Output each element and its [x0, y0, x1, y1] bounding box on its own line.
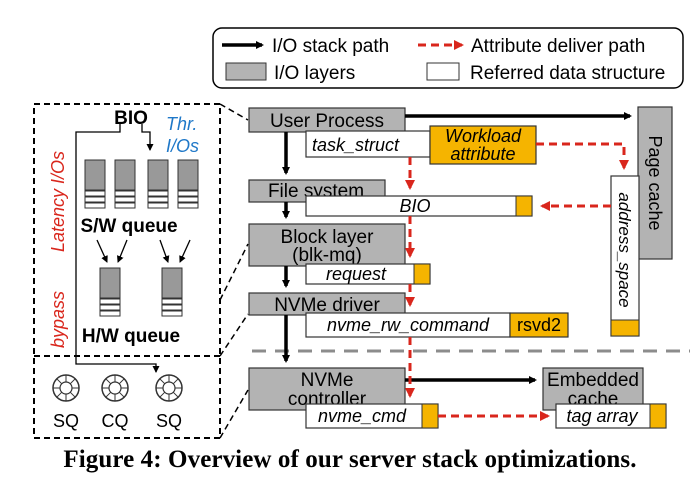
sw-to-hw-arrow-3 — [159, 239, 170, 263]
latency-bypass-line — [75, 131, 160, 373]
cq-ring — [101, 374, 129, 402]
legend: I/O stack path Attribute deliver path I/… — [212, 27, 684, 89]
attr-path-to-pagecache — [536, 142, 629, 170]
user-process-label: User Process — [270, 111, 384, 132]
legend-io-path-label: I/O stack path — [272, 36, 389, 57]
figure-caption: Figure 4: Overview of our server stack o… — [63, 446, 637, 473]
bio-to-swq-right — [141, 124, 154, 151]
bio-struct-label: BIO — [399, 196, 430, 216]
bio-to-swq-left — [96, 124, 121, 133]
request-struct-label: request — [326, 264, 387, 284]
rsvd2-box — [509, 312, 569, 338]
sq-label-2: SQ — [156, 411, 182, 431]
tag-array-attr — [649, 403, 667, 429]
request-struct-attr — [413, 263, 431, 285]
sq-label-1: SQ — [53, 411, 79, 431]
sw-to-hw-arrow-2 — [117, 239, 128, 263]
sq-ring-1 — [52, 374, 80, 402]
inset-bypass-label: bypass — [48, 291, 68, 348]
io-stack: Page cache address_space User Process ta… — [248, 106, 673, 429]
sw-queue-2 — [114, 159, 136, 209]
nvme-rw-command-label: nvme_rw_command — [327, 315, 490, 335]
attribute-path — [405, 142, 629, 421]
sw-to-hw-arrow-1 — [96, 239, 108, 263]
sq-ring-2 — [155, 374, 183, 402]
block-layer-box — [248, 223, 406, 267]
nvme-driver-label: NVMe driver — [274, 295, 380, 316]
inset-thr-label-2: I/Os — [166, 136, 199, 156]
bio-struct-attr — [515, 195, 533, 217]
legend-data-label: Referred data structure — [470, 63, 665, 84]
inset-frame — [33, 103, 221, 439]
hw-queue-1 — [99, 267, 121, 317]
tag-array-label: tag array — [566, 406, 638, 426]
inset-thr-label-1: Thr. — [166, 114, 197, 134]
inset-bio-label: BIO — [114, 108, 148, 129]
sw-queue-1 — [84, 159, 106, 209]
address-space-attr — [610, 319, 640, 337]
tag-array-box — [555, 403, 667, 429]
io-stack-path — [282, 112, 632, 384]
address-space-box — [610, 175, 640, 337]
legend-attribute-label: Attribute deliver path — [471, 36, 645, 57]
task-struct-label: task_struct — [312, 135, 400, 155]
queue-inset: BIO Thr. I/Os Latency I/Os bypass S/W qu… — [33, 103, 221, 439]
legend-frame — [212, 27, 684, 89]
page-cache-label: Page cache — [645, 135, 665, 230]
legend-data-swatch — [426, 62, 460, 81]
nvme-rw-command-box — [305, 312, 511, 338]
address-space-label: address_space — [615, 192, 634, 307]
nvme-controller-label-1: NVMe — [301, 370, 354, 391]
embedded-cache-label-1: Embedded — [547, 370, 639, 391]
block-layer-label-1: Block layer — [281, 227, 375, 248]
cq-label: CQ — [102, 411, 129, 431]
inset-latency-label: Latency I/Os — [48, 151, 68, 252]
nvme-cmd-attr — [421, 403, 439, 429]
sw-to-hw-arrow-4 — [179, 239, 191, 263]
legend-io-layer-swatch — [225, 62, 267, 81]
legend-io-layer-label: I/O layers — [274, 63, 355, 84]
stack-diagram: I/O stack path Attribute deliver path I/… — [33, 27, 690, 439]
zoom-connectors — [219, 103, 249, 439]
workload-attribute-label-1: Workload — [445, 126, 522, 146]
workload-attribute-label-2: attribute — [450, 144, 515, 164]
rsvd2-label: rsvd2 — [517, 315, 561, 335]
embedded-cache-box — [542, 367, 644, 411]
sw-queue-3 — [147, 159, 169, 209]
block-layer-label-2: (blk-mq) — [292, 245, 362, 266]
sw-queue-4 — [177, 159, 199, 209]
hw-queue-label: H/W queue — [82, 326, 180, 347]
sw-queue-label: S/W queue — [80, 216, 177, 237]
nvme-cmd-label: nvme_cmd — [318, 406, 407, 426]
hw-queue-2 — [161, 267, 183, 317]
